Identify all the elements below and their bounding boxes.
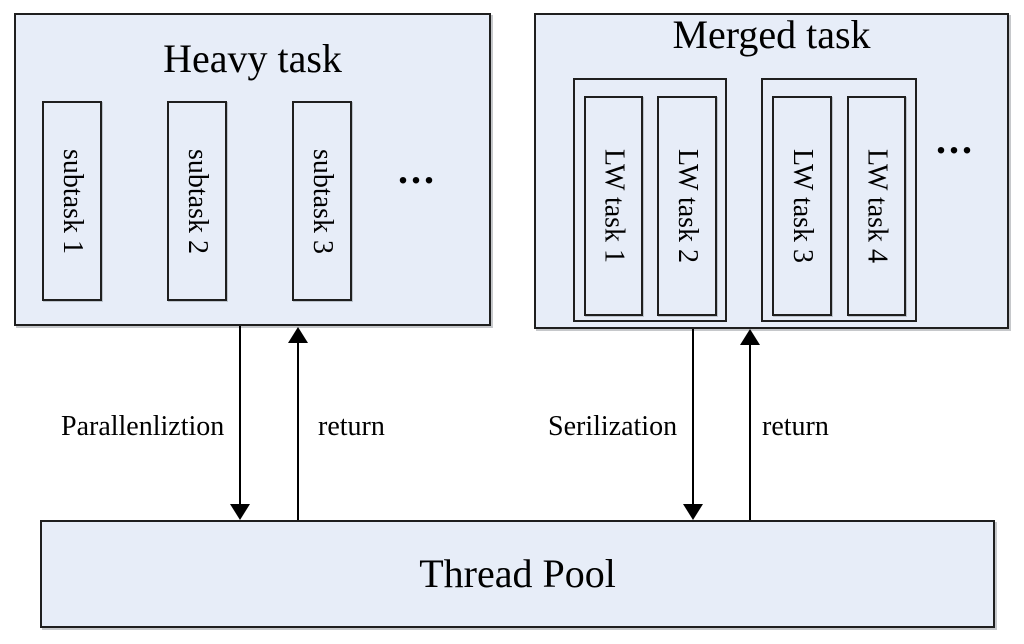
lw-task-3-box: LW task 3 <box>772 96 832 316</box>
subtask-2-box: subtask 2 <box>167 101 227 301</box>
arrow-return-left-up <box>288 327 308 520</box>
return-right-label: return <box>762 411 829 442</box>
lw-task-2-label: LW task 2 <box>672 148 703 264</box>
arrow-serialization-down <box>683 329 703 520</box>
subtask-3-box: subtask 3 <box>292 101 352 301</box>
thread-pool-title: Thread Pool <box>419 551 616 596</box>
heavy-task-title: Heavy task <box>163 36 342 81</box>
lw-task-4-box: LW task 4 <box>847 96 906 316</box>
arrowhead-down-icon <box>230 504 250 520</box>
arrow-return-right-up <box>740 329 760 520</box>
lw-group-2-box: LW task 3 LW task 4 <box>761 78 917 322</box>
arrowhead-up-icon <box>740 329 760 345</box>
lw-task-1-box: LW task 1 <box>584 96 643 316</box>
heavy-task-ellipsis: ... <box>398 147 437 192</box>
merged-task-title: Merged task <box>672 12 871 57</box>
thread-pool-box: Thread Pool <box>40 520 995 628</box>
subtask-1-label: subtask 1 <box>57 148 88 254</box>
subtask-1-box: subtask 1 <box>42 101 102 301</box>
lw-task-3-label: LW task 3 <box>787 148 818 264</box>
lw-task-1-label: LW task 1 <box>598 148 630 264</box>
merged-task-box: Merged task LW task 1 LW task 2 LW task … <box>534 13 1009 329</box>
serialization-label: Serilization <box>548 411 678 442</box>
subtask-3-label: subtask 3 <box>307 148 338 254</box>
merged-task-ellipsis: ... <box>936 117 975 162</box>
return-left-label: return <box>318 411 385 442</box>
lw-group-1-box: LW task 1 LW task 2 <box>573 78 727 322</box>
lw-task-4-label: LW task 4 <box>861 148 893 264</box>
arrow-parallelization-down <box>230 326 250 520</box>
arrowhead-up-icon <box>288 327 308 343</box>
arrowhead-down-icon <box>683 504 703 520</box>
parallelization-label: Parallenliztion <box>61 411 225 442</box>
heavy-task-box: Heavy task subtask 1 subtask 2 subtask 3 <box>14 13 491 326</box>
lw-task-2-box: LW task 2 <box>657 96 717 316</box>
subtask-2-label: subtask 2 <box>182 148 213 254</box>
